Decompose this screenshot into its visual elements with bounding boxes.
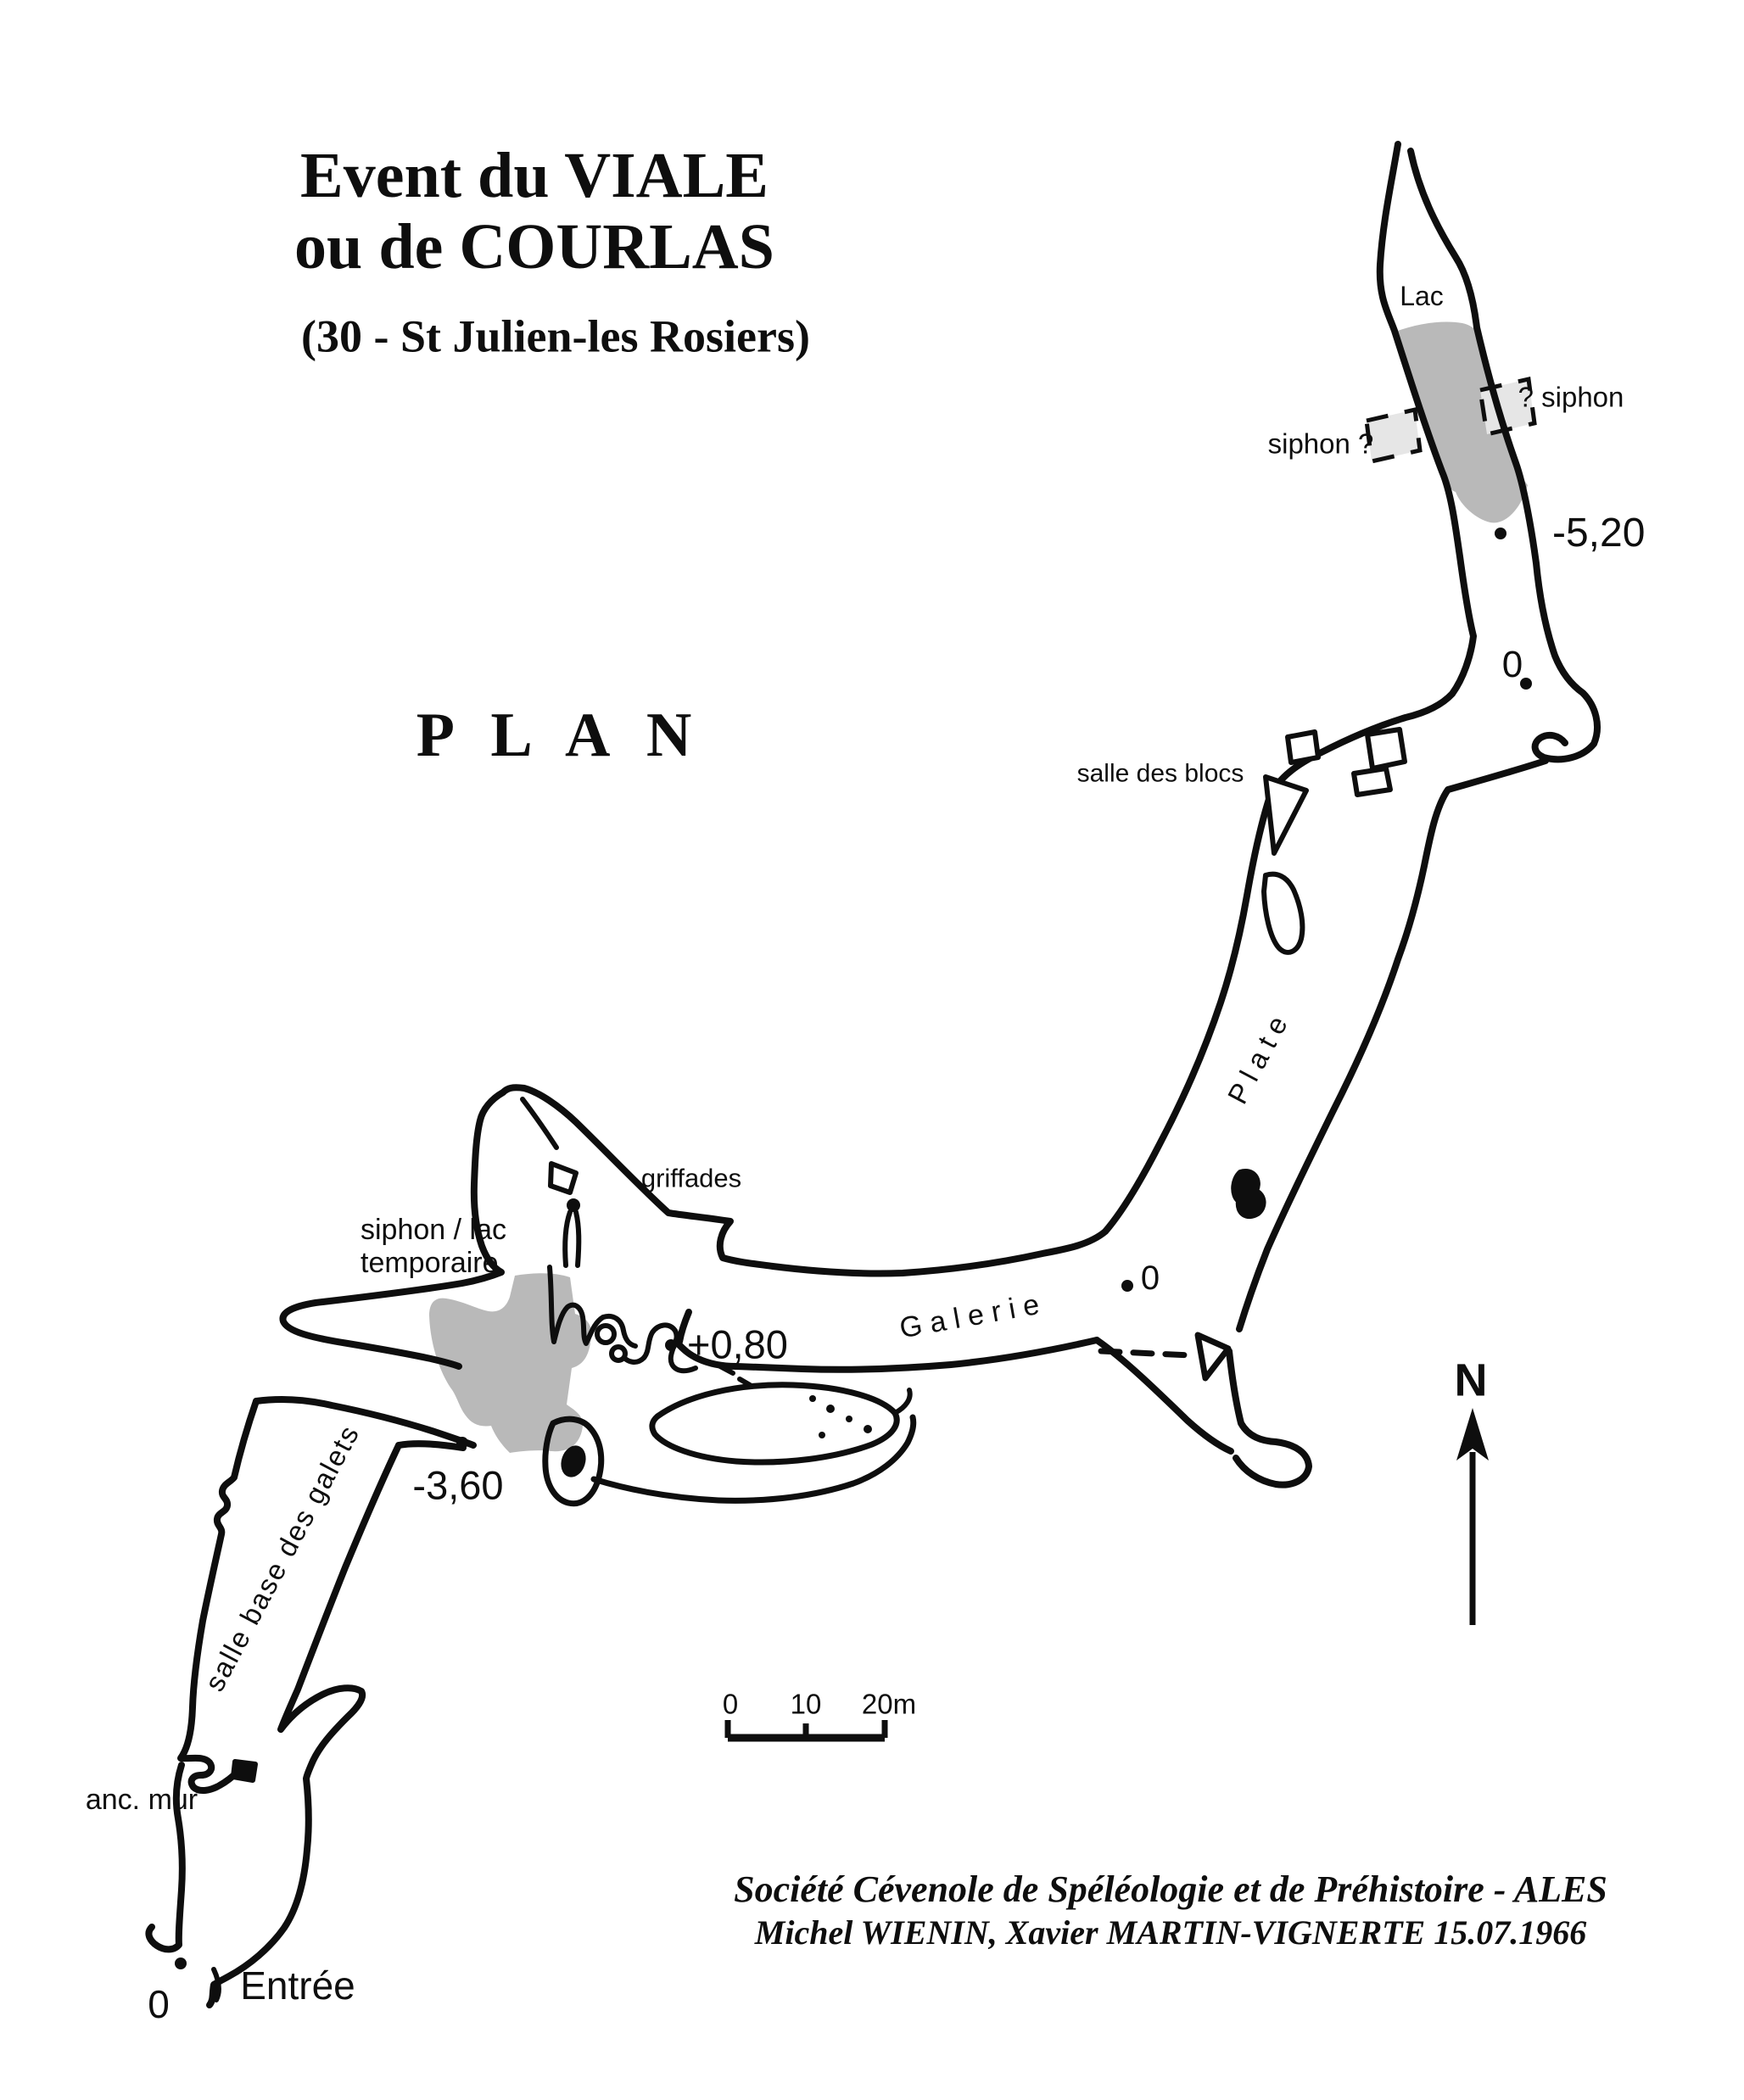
debris-4 — [864, 1425, 872, 1433]
station-minus360: -3,60 — [412, 1462, 504, 1508]
upper-siphon-water-fill — [1395, 321, 1528, 523]
probable-siphon-left — [1364, 406, 1423, 465]
north-arrow-head — [1456, 1408, 1489, 1461]
credits-line2: Michel WIENIN, Xavier MARTIN-VIGNERTE 15… — [754, 1913, 1587, 1952]
label-entree: Entrée — [240, 1963, 355, 2008]
rock-blocks — [231, 727, 1407, 1783]
label-siphon-query-left: siphon ? — [1267, 427, 1374, 460]
label-siphon-lac-line2: temporaire — [361, 1247, 499, 1279]
block-c — [1285, 729, 1321, 765]
scale-bar — [724, 1720, 888, 1742]
griffades-slot-left — [562, 1209, 573, 1268]
label-anc-mur: anc. mur — [85, 1784, 198, 1817]
cave-walls — [145, 141, 1601, 2008]
griffades-m-squiggle — [547, 1265, 638, 1349]
plan-label: P L A N — [416, 701, 704, 771]
block-a — [1365, 727, 1407, 771]
station-zero-galerie: 0 — [1140, 1259, 1160, 1297]
north-arrow — [1456, 1408, 1489, 1625]
wall-griffades-to-knot — [676, 1309, 692, 1345]
wall-entrance-west-tail — [145, 1762, 186, 1953]
label-siphon-query-right: ? siphon — [1518, 381, 1624, 413]
title-line2: ou de COURLAS — [294, 211, 774, 283]
dot-zero-upper — [1520, 678, 1532, 690]
griffades-beak-inner-line — [520, 1097, 559, 1150]
cave-inner-details — [211, 1097, 1232, 2002]
boot-chamber — [542, 1416, 605, 1507]
anc-mur-blob — [231, 1759, 258, 1783]
plate-wall-blob — [1231, 1168, 1266, 1220]
wall-salle-galets-east-top — [395, 1440, 467, 1451]
small-dashes — [718, 1364, 752, 1388]
credits-line1: Société Cévenole de Spéléologie et de Pr… — [734, 1868, 1607, 1910]
label-siphon-lac-line1: siphon / lac — [361, 1214, 506, 1246]
dot-zero-entree — [175, 1958, 187, 1969]
wall-west-lac-plate-galerie-griffades — [279, 141, 1477, 1370]
entrance-mouth-hook — [211, 1967, 221, 2002]
title-line1: Event du VIALE — [300, 140, 769, 212]
wall-south-branch-east-boot — [1226, 1348, 1312, 1488]
knot-circle-2 — [609, 1344, 628, 1363]
griffades-slot-right — [573, 1209, 582, 1268]
station-zero-upper: 0 — [1501, 643, 1523, 685]
griffades-slot-knob — [567, 1198, 580, 1212]
label-salle-des-blocs: salle des blocs — [1076, 759, 1244, 788]
lens-curl — [892, 1388, 913, 1416]
subtitle: (30 - St Julien-les Rosiers) — [301, 310, 810, 362]
dashed-lines — [718, 1348, 1194, 1388]
station-dots — [175, 528, 1532, 1969]
wall-south-hook-blocs-plate-east — [1236, 757, 1549, 1332]
junction-triangle — [1194, 1332, 1232, 1382]
wall-finger2-top — [253, 1395, 477, 1449]
knot-circle-1 — [595, 1323, 617, 1345]
scale-tick-20m: 20m — [861, 1688, 917, 1720]
lens-loop — [649, 1382, 900, 1466]
wall-salle-galets-west-wiggles — [177, 1398, 260, 1795]
dot-plus080 — [665, 1339, 677, 1351]
griffades-triangle-hole — [548, 1161, 579, 1195]
scale-tick-0: 0 — [722, 1688, 739, 1720]
label-griffades: griffades — [640, 1163, 742, 1193]
north-label: N — [1454, 1354, 1488, 1406]
station-minus520: -5,20 — [1552, 510, 1646, 556]
wall-south-branch-west — [1093, 1337, 1234, 1455]
junction-dashed-line — [1098, 1348, 1194, 1359]
scale-bar-ticks — [724, 1720, 888, 1738]
debris-2 — [826, 1405, 835, 1413]
siphon-water-fills — [429, 321, 1528, 1453]
lower-wiggly-wall — [590, 1414, 917, 1504]
debris-1 — [809, 1395, 816, 1402]
block-triangle — [1263, 774, 1309, 856]
block-blade — [1261, 871, 1305, 955]
wall-galerie-bottom — [676, 1337, 1100, 1373]
block-b — [1351, 766, 1393, 797]
boot-inner-block — [561, 1445, 586, 1477]
label-lac: Lac — [1400, 281, 1444, 312]
dot-zero-galerie — [1121, 1280, 1133, 1292]
debris-3 — [846, 1416, 852, 1422]
station-plus080: +0,80 — [687, 1321, 788, 1367]
dot-minus520 — [1495, 528, 1506, 539]
wall-east-lac-to-hook — [1407, 148, 1601, 763]
dot-minus360 — [456, 1437, 468, 1449]
wall-salle-galets-east-spur-chamber — [206, 1442, 402, 2008]
debris-5 — [819, 1432, 825, 1438]
station-zero-entree: 0 — [148, 1981, 170, 2026]
knot-squiggle — [619, 1322, 698, 1374]
scale-tick-10: 10 — [790, 1688, 822, 1720]
